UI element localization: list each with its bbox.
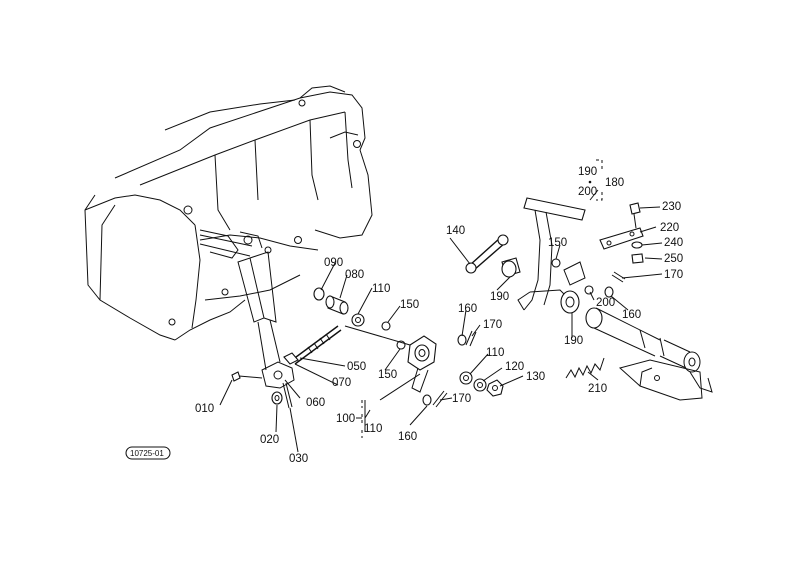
label-200-right: 200 bbox=[596, 297, 615, 309]
bolt-230 bbox=[629, 202, 641, 229]
label-110-mid: 110 bbox=[486, 347, 504, 359]
transmission-housing bbox=[84, 85, 373, 341]
leader-lines bbox=[219, 159, 663, 453]
nut-070 bbox=[283, 352, 299, 365]
pedal-hub-190 bbox=[560, 261, 603, 329]
reference-code: 10725-01 bbox=[130, 449, 164, 458]
label-150-left: 150 bbox=[378, 369, 397, 381]
label-180: 180 bbox=[605, 177, 624, 189]
label-140: 140 bbox=[446, 225, 465, 237]
link-rod-140 bbox=[465, 234, 509, 274]
label-170-bottom: 170 bbox=[452, 393, 471, 405]
spring-210 bbox=[565, 357, 605, 379]
collar-110-right bbox=[459, 371, 473, 385]
label-080: 080 bbox=[345, 269, 364, 281]
label-230: 230 bbox=[662, 201, 681, 213]
group-markers bbox=[356, 180, 592, 419]
part-labels: 010 020 030 050 060 070 080 090 100 110 … bbox=[195, 166, 683, 465]
label-020: 020 bbox=[260, 434, 279, 446]
label-240: 240 bbox=[664, 237, 683, 249]
label-060: 060 bbox=[306, 397, 325, 409]
pin-170-mid bbox=[465, 330, 477, 347]
label-150-right: 150 bbox=[548, 237, 567, 249]
pin-170-right bbox=[611, 271, 626, 283]
collar-110-left bbox=[351, 313, 365, 327]
label-110-bracket: 110 bbox=[364, 423, 382, 435]
label-130: 130 bbox=[526, 371, 545, 383]
label-010: 010 bbox=[195, 403, 214, 415]
label-030: 030 bbox=[289, 453, 308, 465]
label-050: 050 bbox=[347, 361, 366, 373]
label-220: 220 bbox=[660, 222, 679, 234]
label-150-top: 150 bbox=[400, 299, 419, 311]
bolt-010 bbox=[231, 371, 263, 382]
label-160-top: 160 bbox=[458, 303, 477, 315]
washer-240 bbox=[631, 241, 643, 249]
reference-code-badge: 10725-01 bbox=[125, 446, 171, 460]
cotter-pin-030 bbox=[282, 382, 293, 409]
label-170-top: 170 bbox=[483, 319, 502, 331]
label-210: 210 bbox=[588, 383, 607, 395]
label-190-top: 190 bbox=[578, 166, 597, 178]
clutch-rod-050 bbox=[291, 325, 342, 365]
label-250: 250 bbox=[664, 253, 683, 265]
label-070: 070 bbox=[332, 377, 351, 389]
washer-150-right bbox=[551, 258, 561, 268]
washer-120 bbox=[473, 378, 487, 392]
washer-160-right bbox=[604, 286, 614, 298]
bracket-plate bbox=[618, 359, 703, 401]
label-100: 100 bbox=[336, 413, 355, 425]
label-090: 090 bbox=[324, 257, 343, 269]
bushing-080 bbox=[325, 295, 349, 315]
pedal-arm-100 bbox=[407, 335, 437, 393]
washer-090 bbox=[313, 287, 325, 301]
washer-150-upper bbox=[381, 321, 391, 331]
washer-160-mid bbox=[457, 334, 467, 346]
label-160-bottom: 160 bbox=[398, 431, 417, 443]
label-190-left: 190 bbox=[490, 291, 509, 303]
label-120: 120 bbox=[505, 361, 524, 373]
label-200-top: 200 bbox=[578, 186, 597, 198]
bracket-220 bbox=[599, 227, 644, 250]
nut-250 bbox=[631, 253, 644, 264]
clutch-release-lever bbox=[237, 251, 295, 389]
nut-130 bbox=[486, 379, 504, 397]
label-160-right: 160 bbox=[622, 309, 641, 321]
cross-shaft bbox=[593, 307, 713, 393]
label-110-top: 110 bbox=[372, 283, 390, 295]
washer-200 bbox=[584, 285, 594, 295]
washer-020 bbox=[271, 391, 283, 405]
label-170-right: 170 bbox=[664, 269, 683, 281]
washer-160-low bbox=[422, 394, 432, 406]
label-190-right: 190 bbox=[564, 335, 583, 347]
bushing-190-upper bbox=[501, 257, 521, 278]
